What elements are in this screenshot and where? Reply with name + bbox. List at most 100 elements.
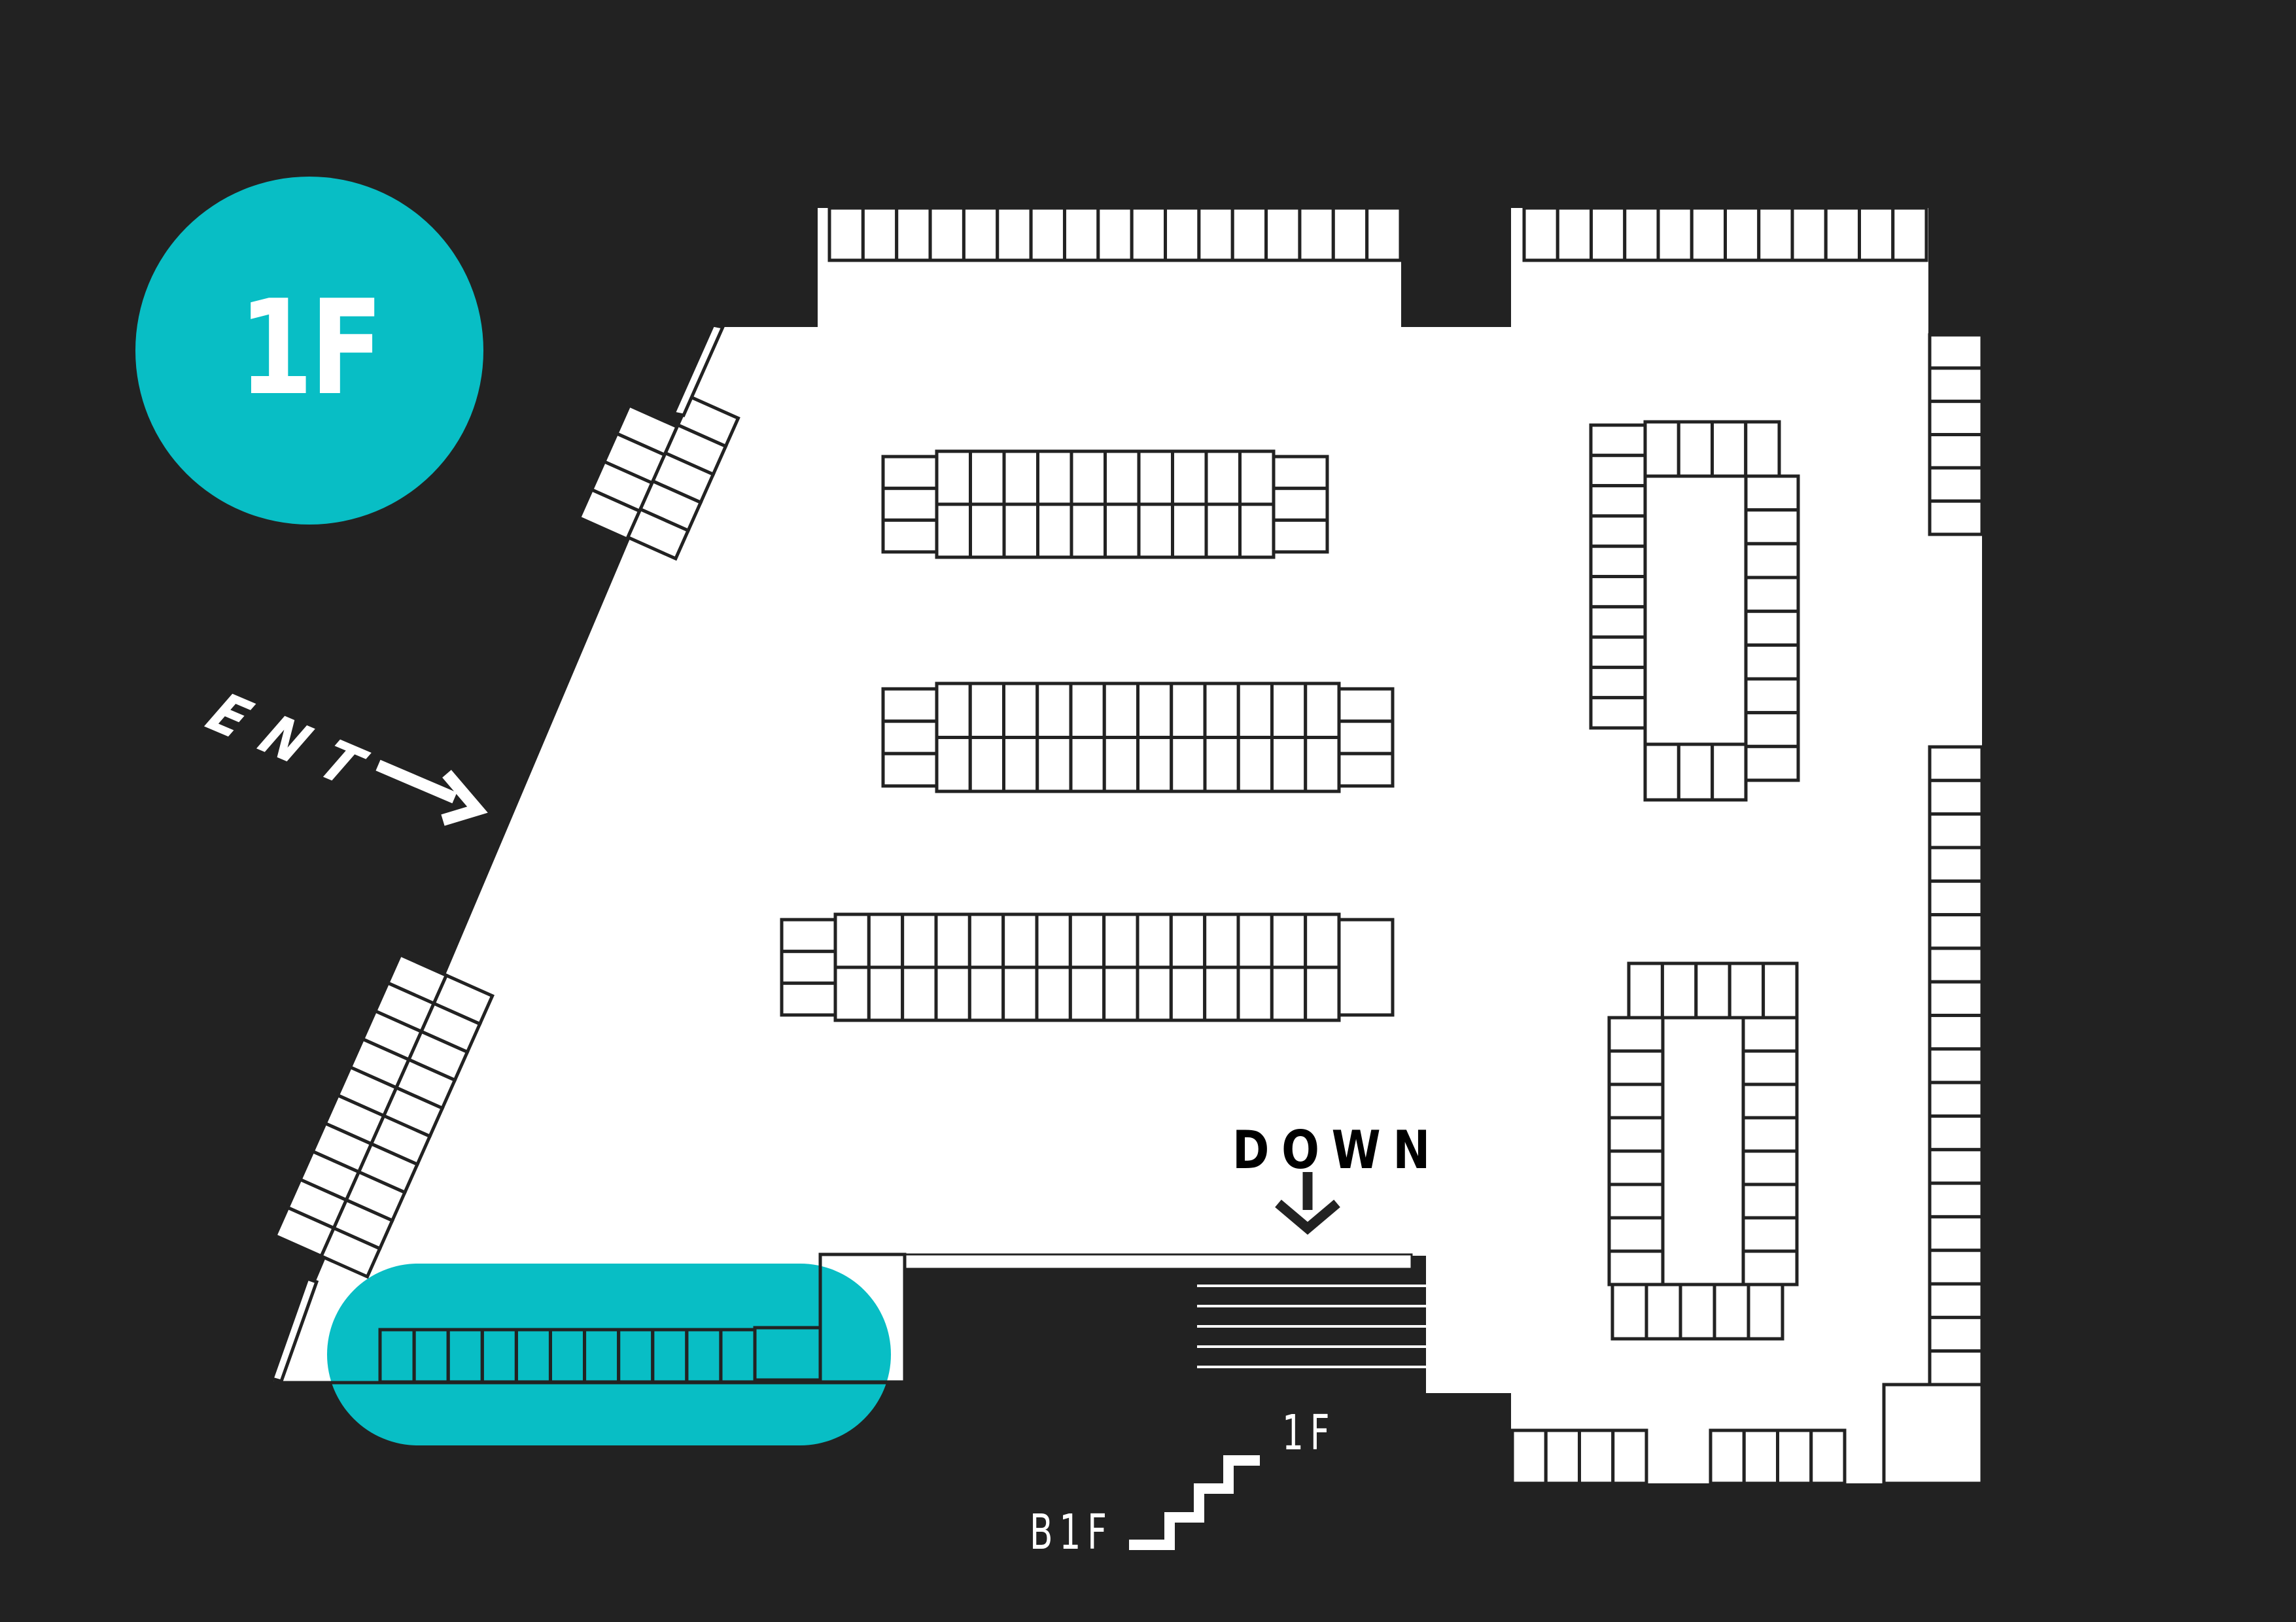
island-cell xyxy=(1236,965,1274,1022)
island-cell xyxy=(934,912,971,969)
table-seat xyxy=(1627,961,1664,1020)
island-end-cell xyxy=(1272,455,1329,491)
wall-shelf-cell xyxy=(1230,206,1268,262)
table-seat xyxy=(1610,1283,1648,1341)
island-end-cell xyxy=(1272,518,1329,554)
island-cell xyxy=(1069,682,1106,739)
table-seat xyxy=(1644,1283,1682,1341)
island-cell xyxy=(935,502,972,559)
island-cell xyxy=(1203,682,1240,739)
island-cell xyxy=(1068,965,1106,1022)
table-seat xyxy=(1741,1249,1799,1286)
table-seat xyxy=(1741,1116,1799,1153)
wall-shelf-cell xyxy=(1928,366,1984,404)
island-cell xyxy=(1236,912,1274,969)
island-cell xyxy=(1136,965,1173,1022)
wall-shelf-cell xyxy=(1556,206,1593,262)
wall-shelf-cell xyxy=(1928,946,1984,984)
island-cell xyxy=(1270,682,1308,739)
island-cell xyxy=(967,912,1005,969)
wall-shelf-cell xyxy=(1891,206,1928,262)
island-end-cell xyxy=(1337,918,1395,1017)
island-cell xyxy=(1304,736,1341,793)
island-cell xyxy=(833,912,871,969)
stairwell xyxy=(905,1269,1426,1517)
wall-shelf-cell xyxy=(1928,400,1984,437)
wall-shelf-cell xyxy=(1928,913,1984,950)
wall-shelf-cell xyxy=(1611,1428,1648,1485)
wall-shelf-cell xyxy=(996,206,1033,262)
table-seat xyxy=(1589,453,1647,488)
table-seat xyxy=(1607,1082,1665,1120)
wall-shelf-cell xyxy=(1928,1282,1984,1319)
table-seat xyxy=(1744,744,1800,782)
island-end-cell xyxy=(1337,751,1395,788)
island-cell xyxy=(1270,912,1308,969)
island-end-cell xyxy=(780,950,837,985)
wall-shelf-cell xyxy=(861,206,899,262)
table-seat xyxy=(1711,420,1748,478)
table-top xyxy=(1643,474,1748,746)
island-cell xyxy=(935,682,972,739)
wall-shelf-cell xyxy=(827,206,865,262)
island-cell xyxy=(867,965,905,1022)
wall-shelf-cell xyxy=(1928,812,1984,850)
wall-shelf-cell xyxy=(1928,1315,1984,1353)
wall-shelf-cell xyxy=(1776,1428,1813,1485)
table-seat xyxy=(1589,484,1647,518)
wall-shelf-cell xyxy=(1928,1349,1984,1387)
wall-shelf-cell xyxy=(1790,206,1828,262)
table-seat xyxy=(1677,420,1714,478)
island-cell xyxy=(1304,682,1341,739)
island-end-cell xyxy=(881,751,939,788)
island-cell xyxy=(1170,682,1207,739)
table-seat xyxy=(1741,1182,1799,1220)
wall-shelf-cell xyxy=(1928,1181,1984,1218)
island-cell xyxy=(1035,736,1073,793)
island-cell xyxy=(1169,912,1207,969)
upper-floor-label: 1F xyxy=(1282,1405,1336,1461)
island-end-cell xyxy=(881,455,939,491)
table-top xyxy=(1661,1016,1745,1286)
wall-shelf-cell xyxy=(1656,206,1694,262)
table-seat xyxy=(1744,711,1800,748)
wall-shelf-cell xyxy=(1928,778,1984,816)
table-seat xyxy=(1744,420,1781,478)
island-cell xyxy=(1002,736,1039,793)
wall-shelf-cell xyxy=(1742,1428,1779,1485)
diagonal-shelf-cell xyxy=(319,1226,382,1279)
table-seat xyxy=(1744,610,1800,647)
island-cell xyxy=(1068,912,1106,969)
table-seat xyxy=(1660,961,1698,1020)
wall-shelf-cell xyxy=(1928,333,1984,370)
island-cell xyxy=(1304,965,1341,1022)
table-seat xyxy=(1679,1283,1716,1341)
island-cell xyxy=(935,736,972,793)
table-seat xyxy=(1728,961,1765,1020)
island-cell xyxy=(935,449,972,506)
island-cell xyxy=(1270,965,1308,1022)
island-cell xyxy=(1069,736,1106,793)
lower-diagonal-shelf xyxy=(273,952,495,1279)
lower-floor-label: B1F xyxy=(1030,1504,1113,1561)
table-seat xyxy=(1744,643,1800,681)
island-cell xyxy=(1203,912,1240,969)
wall-shelf-cell xyxy=(1928,1215,1984,1252)
island-cell xyxy=(1035,965,1072,1022)
island-cell xyxy=(1001,965,1039,1022)
stair-lines xyxy=(1197,1285,1427,1368)
wall-shelf-cell xyxy=(1062,206,1100,262)
upper-diagonal-shelf xyxy=(577,394,740,561)
island-cell xyxy=(1137,502,1174,559)
table-seat xyxy=(1607,1249,1665,1286)
wall-shelf-cell xyxy=(1928,433,1984,470)
table-seat xyxy=(1744,576,1800,613)
wall-shelf-cell xyxy=(1858,206,1895,262)
wall-shelf-cell xyxy=(1928,846,1984,883)
island-cell xyxy=(1035,912,1072,969)
table-seat xyxy=(1677,742,1714,802)
stairs-icon xyxy=(1129,1455,1260,1550)
highlight-zone xyxy=(327,1264,891,1445)
island-cell xyxy=(969,449,1006,506)
